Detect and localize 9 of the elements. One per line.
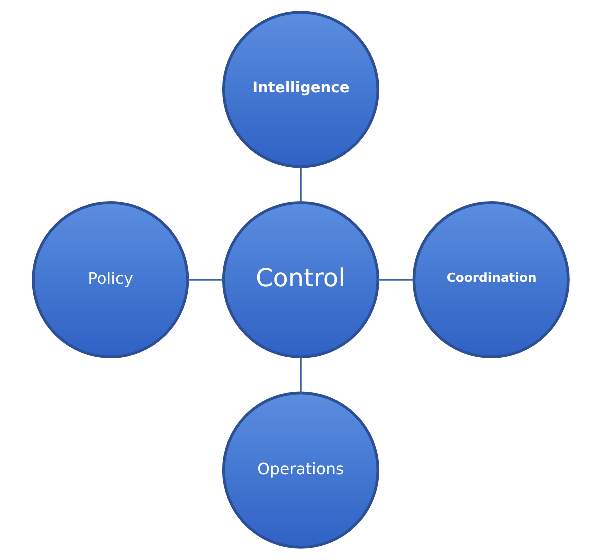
node-circle: Control (222, 201, 380, 359)
connector (378, 279, 414, 281)
connector (300, 358, 302, 394)
node-circle: Coordination (412, 201, 570, 359)
node-circle: Operations (222, 392, 380, 549)
node-circle: Intelligence (222, 11, 380, 168)
node-circle: Policy (32, 201, 189, 359)
connector (300, 167, 302, 203)
connector (188, 279, 224, 281)
